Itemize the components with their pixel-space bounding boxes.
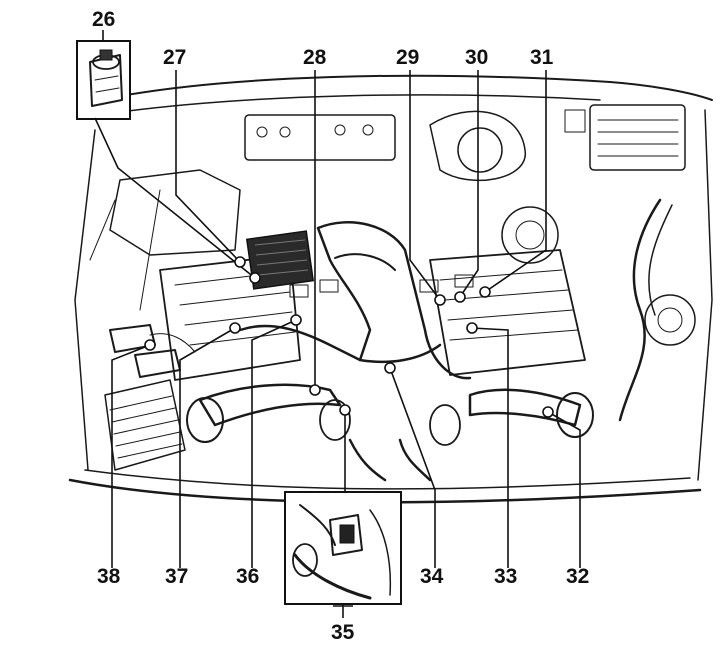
- leader-line-31: [484, 70, 547, 293]
- leader-end-marker-36: [290, 314, 302, 326]
- leader-line-37: [179, 327, 236, 568]
- leader-end-marker-26b: [249, 272, 261, 284]
- callout-32: 32: [566, 565, 589, 588]
- leader-line-26b: [94, 117, 256, 279]
- leader-line-30: [459, 70, 479, 298]
- leader-end-marker-32: [542, 406, 554, 418]
- leader-line-27: [175, 70, 241, 263]
- leader-end-marker-27: [234, 256, 246, 268]
- leader-line-34: [389, 367, 436, 568]
- callout-27: 27: [163, 46, 186, 69]
- leader-end-marker-35b: [339, 404, 351, 416]
- leader-end-marker-30: [454, 291, 466, 303]
- callout-26: 26: [92, 8, 115, 31]
- leader-end-marker-33: [466, 322, 478, 334]
- leader-line-33: [471, 327, 509, 568]
- leader-end-marker-29: [434, 294, 446, 306]
- engine-bay-artwork: [68, 74, 713, 504]
- leader-end-marker-28: [309, 384, 321, 396]
- callout-37: 37: [165, 565, 188, 588]
- leader-end-marker-31: [479, 286, 491, 298]
- callout-labels: 26 27 28 29 30 31 32 33 34 35 36 37 38: [92, 8, 589, 644]
- leader-line-38: [111, 344, 151, 568]
- callout-30: 30: [465, 46, 488, 69]
- callout-36: 36: [236, 565, 259, 588]
- inset-box-26: [76, 40, 131, 120]
- leader-end-marker-34: [384, 362, 396, 374]
- callout-leaders: [94, 30, 581, 618]
- callout-31: 31: [530, 46, 554, 69]
- leader-line-36: [251, 319, 297, 568]
- leader-end-marker-37: [229, 322, 241, 334]
- leader-end-marker-38: [144, 339, 156, 351]
- callout-33: 33: [494, 565, 517, 588]
- callout-35: 35: [331, 621, 355, 644]
- callout-38: 38: [97, 565, 121, 588]
- inset-box-35: [284, 491, 402, 605]
- leader-line-32: [547, 411, 581, 568]
- callout-29: 29: [396, 46, 419, 69]
- callout-28: 28: [303, 46, 327, 69]
- callout-34: 34: [420, 565, 444, 588]
- leader-line-29: [409, 70, 441, 301]
